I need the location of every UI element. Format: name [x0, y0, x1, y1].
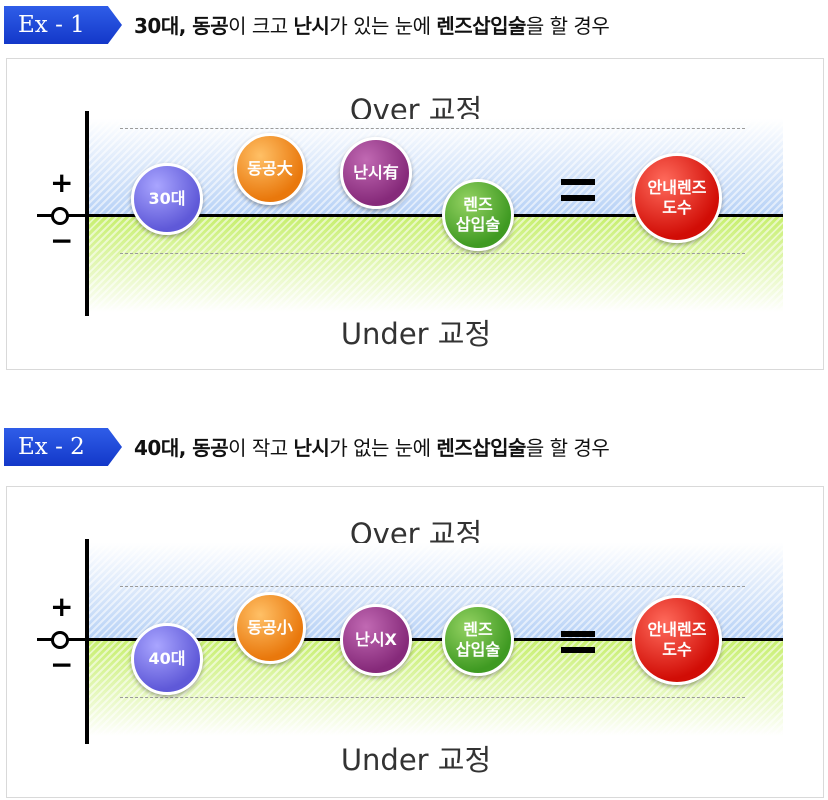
result-bubble: 안내렌즈 도수 — [632, 153, 722, 243]
age-bubble: 40대 — [131, 623, 203, 695]
title-part: 가 없는 눈에 — [329, 436, 437, 460]
title-part: 이 작고 — [228, 436, 294, 460]
example-2: Ex - 2 40대, 동공이 작고 난시가 없는 눈에 렌즈삽입술을 할 경우… — [0, 428, 828, 800]
title-part: 렌즈삽입술 — [436, 436, 526, 460]
dashed-line-top — [120, 128, 745, 129]
dashed-line-top — [120, 586, 745, 587]
title-part: 을 할 경우 — [525, 14, 610, 38]
age-bubble: 30대 — [131, 163, 203, 235]
vertical-axis — [85, 539, 89, 744]
plus-sign: + — [50, 590, 74, 623]
title-part: 을 할 경우 — [525, 436, 610, 460]
title-part: 난시 — [293, 14, 330, 38]
pupil-bubble: 동공大 — [234, 133, 306, 205]
equals-sign — [561, 179, 595, 211]
minus-sign: − — [50, 648, 74, 681]
under-label: Under 교정 — [340, 743, 492, 777]
title-part: 40대, 동공 — [134, 436, 229, 460]
plus-sign: + — [50, 166, 74, 199]
pupil-bubble: 동공小 — [234, 592, 306, 664]
example-1: Ex - 1 30대, 동공이 크고 난시가 있는 눈에 렌즈삽입술을 할 경우… — [0, 6, 828, 376]
minus-sign: − — [50, 224, 74, 257]
horizontal-axis — [37, 214, 783, 217]
title-part: 이 크고 — [228, 14, 294, 38]
correction-diagram: Over 교정 + − Under 교정 30대 동공大 난시有 렌즈 삽입술 … — [6, 58, 824, 370]
astigmatism-bubble: 난시有 — [340, 137, 412, 209]
dashed-line-bottom — [120, 253, 745, 254]
ex-badge: Ex - 1 — [4, 6, 122, 44]
ex-title: 30대, 동공이 크고 난시가 있는 눈에 렌즈삽입술을 할 경우 — [134, 10, 610, 39]
title-part: 30대, 동공 — [134, 14, 229, 38]
vertical-axis — [85, 111, 89, 316]
ex-badge: Ex - 2 — [4, 428, 122, 466]
dashed-line-bottom — [120, 697, 745, 698]
title-part: 가 있는 눈에 — [329, 14, 437, 38]
result-bubble: 안내렌즈 도수 — [632, 595, 722, 685]
title-part: 난시 — [293, 436, 330, 460]
origin-circle-icon — [51, 631, 69, 649]
equals-sign — [561, 631, 595, 663]
ex-title: 40대, 동공이 작고 난시가 없는 눈에 렌즈삽입술을 할 경우 — [134, 432, 610, 461]
under-label: Under 교정 — [340, 317, 492, 351]
title-part: 렌즈삽입술 — [436, 14, 526, 38]
lens-surgery-bubble: 렌즈 삽입술 — [442, 604, 514, 676]
correction-diagram: Over 교정 + − Under 교정 40대 동공小 난시X 렌즈 삽입술 … — [6, 486, 824, 798]
lens-surgery-bubble: 렌즈 삽입술 — [442, 179, 514, 251]
origin-circle-icon — [51, 207, 69, 225]
astigmatism-bubble: 난시X — [340, 604, 412, 676]
